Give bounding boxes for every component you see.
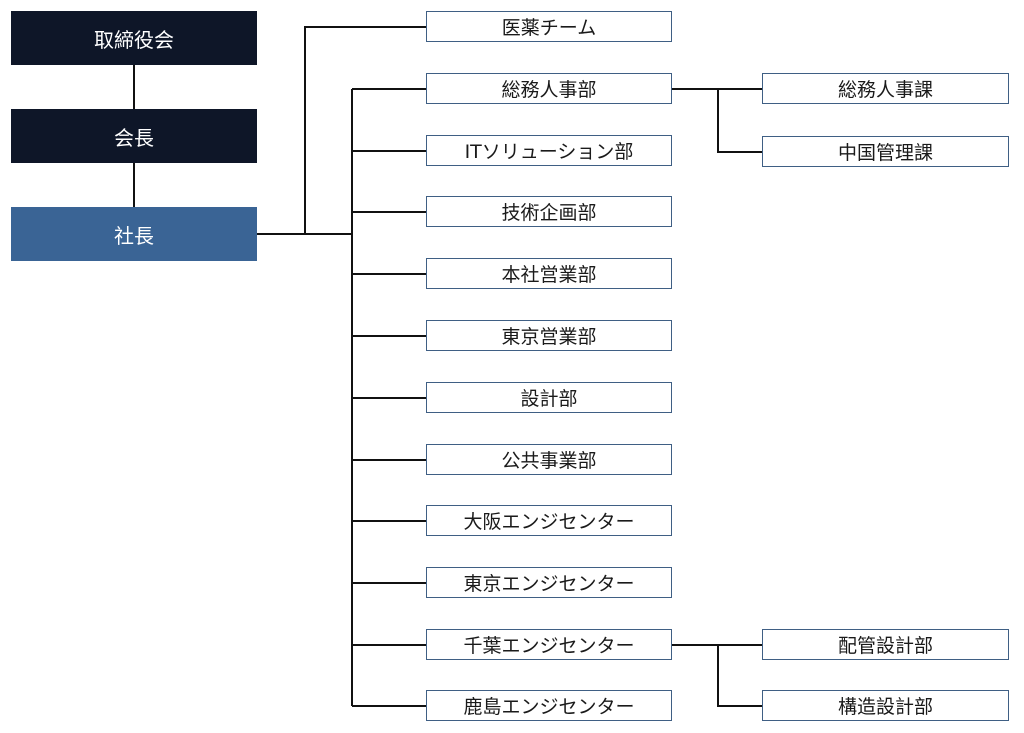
dept-label: 設計部 <box>520 388 578 410</box>
dept-label: 東京エンジセンター <box>463 573 635 595</box>
president-box: 社長 <box>11 207 257 261</box>
dept-box-general-affairs: 総務人事部 <box>426 73 672 104</box>
board-label: 取締役会 <box>94 27 174 52</box>
dept-label: 東京営業部 <box>501 326 597 348</box>
sub-box-china-mgmt-section: 中国管理課 <box>762 136 1009 167</box>
chairman-label: 会長 <box>114 125 154 150</box>
sub-label: 配管設計部 <box>837 635 933 657</box>
sub-label: 中国管理課 <box>837 142 933 164</box>
board-box: 取締役会 <box>11 11 257 65</box>
chairman-box: 会長 <box>11 109 257 163</box>
dept-label: 千葉エンジセンター <box>463 635 635 657</box>
connector-ga-branch <box>717 89 762 153</box>
sub-label: 構造設計部 <box>837 696 933 718</box>
dept-box-osaka-center: 大阪エンジセンター <box>426 505 672 536</box>
dept-label: 鹿島エンジセンター <box>463 696 635 718</box>
dept-box-tech-planning: 技術企画部 <box>426 196 672 227</box>
dept-label: 大阪エンジセンター <box>463 511 635 533</box>
dept-box-design: 設計部 <box>426 382 672 413</box>
dept-box-it-solutions: ITソリューション部 <box>426 135 672 166</box>
dept-label: 医薬チーム <box>501 17 597 39</box>
connector-chiba-branch <box>717 645 762 707</box>
sub-label: 総務人事課 <box>837 79 933 101</box>
dept-box-hq-sales: 本社営業部 <box>426 258 672 289</box>
dept-box-pharma: 医薬チーム <box>426 11 672 42</box>
dept-box-tokyo-sales: 東京営業部 <box>426 320 672 351</box>
sub-box-piping-design: 配管設計部 <box>762 629 1009 660</box>
dept-label: ITソリューション部 <box>464 141 634 163</box>
dept-box-tokyo-center: 東京エンジセンター <box>426 567 672 598</box>
dept-label: 本社営業部 <box>501 264 597 286</box>
dept-box-public-works: 公共事業部 <box>426 444 672 475</box>
sub-box-ga-hr-section: 総務人事課 <box>762 73 1009 104</box>
dept-box-kashima-center: 鹿島エンジセンター <box>426 690 672 721</box>
dept-label: 技術企画部 <box>501 202 597 224</box>
dept-label: 公共事業部 <box>501 450 597 472</box>
dept-label: 総務人事部 <box>501 79 597 101</box>
sub-box-structural-design: 構造設計部 <box>762 690 1009 721</box>
connector-pharma-branch <box>304 26 426 234</box>
dept-box-chiba-center: 千葉エンジセンター <box>426 629 672 660</box>
president-label: 社長 <box>114 223 154 248</box>
